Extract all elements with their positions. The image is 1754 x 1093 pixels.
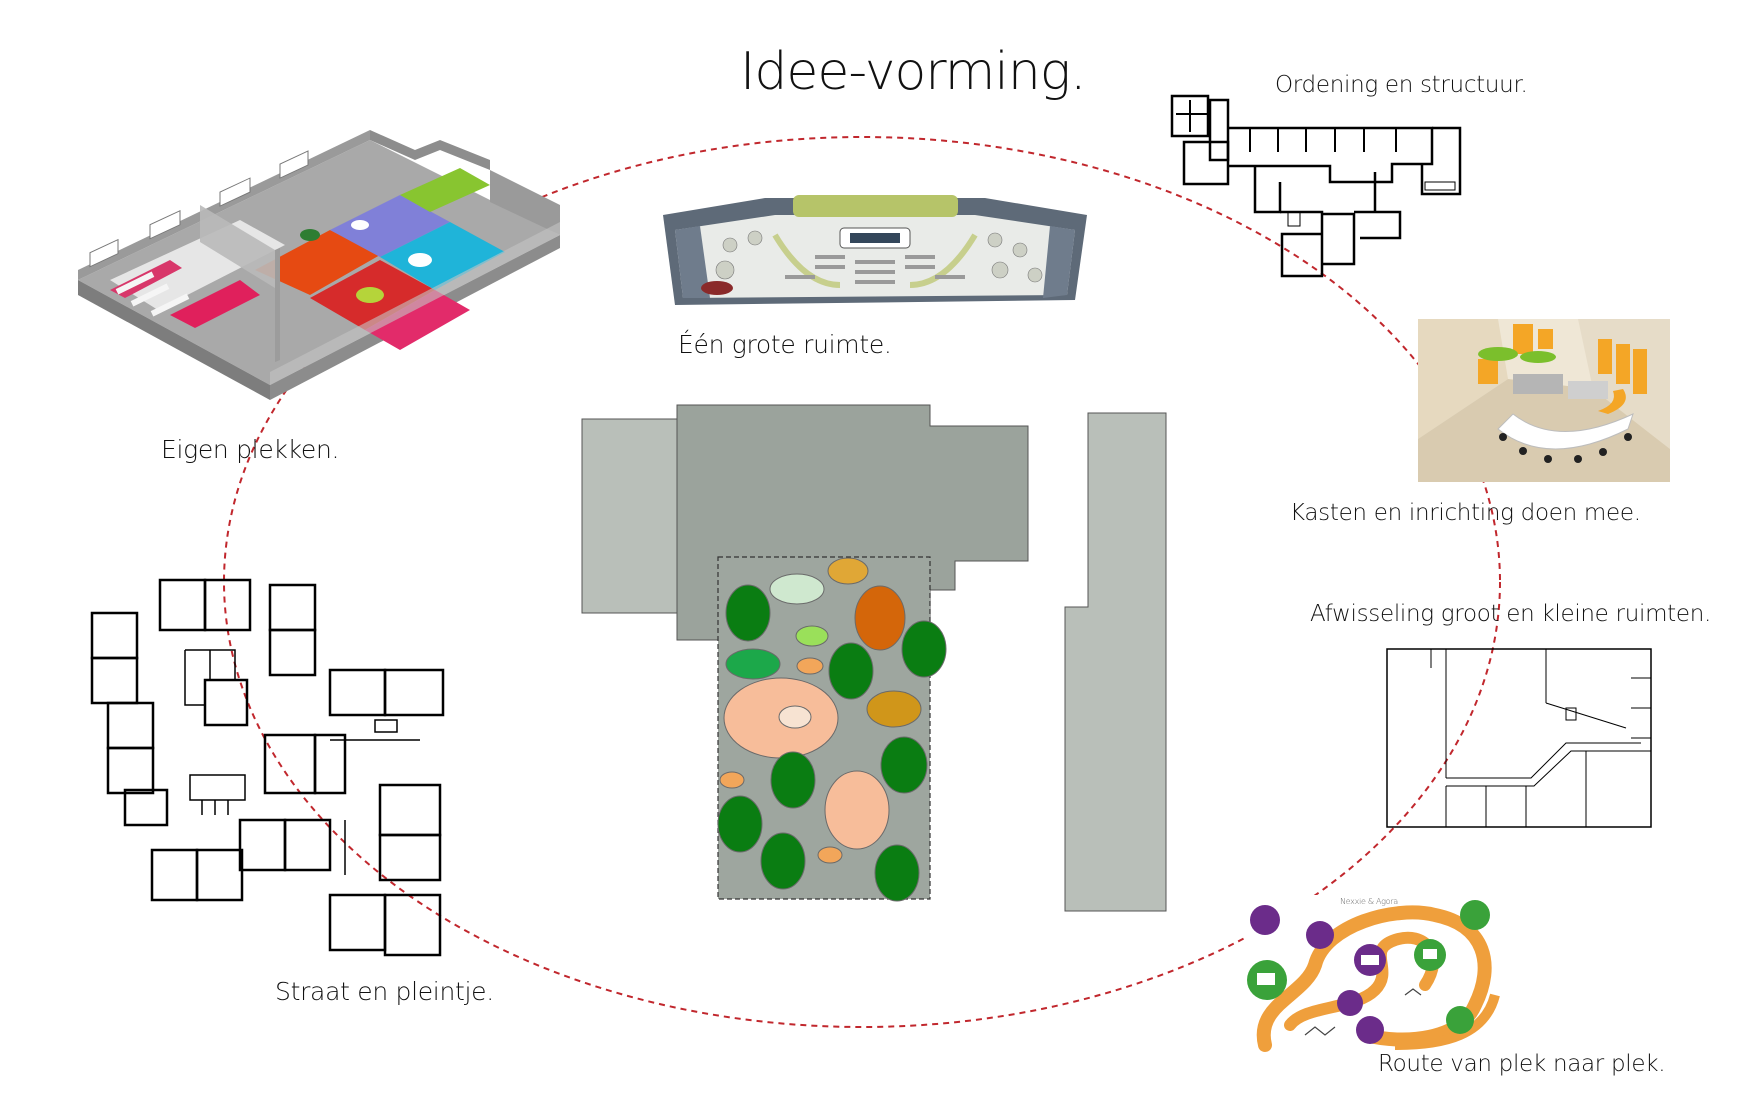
bush <box>769 573 825 605</box>
plaza-center <box>778 705 812 729</box>
label-een-grote-ruimte: Één grote ruimte. <box>678 330 892 359</box>
plaza <box>824 770 890 850</box>
een-grote-ruimte-render <box>663 195 1087 305</box>
courtyard-plantings <box>717 557 947 902</box>
afwisseling-floorplan <box>1386 648 1652 828</box>
eigen-plekken-model <box>78 130 560 400</box>
bush <box>725 648 781 680</box>
bush <box>795 625 829 647</box>
building-right <box>1064 412 1167 912</box>
tree <box>828 642 874 700</box>
label-ordening: Ordening en structuur. <box>1275 72 1528 98</box>
label-route: Route van plek naar plek. <box>1378 1051 1666 1077</box>
route-map <box>1245 895 1507 1057</box>
tree <box>854 585 906 651</box>
tree <box>880 736 928 794</box>
tree <box>717 795 763 853</box>
tree <box>725 584 771 642</box>
label-eigen-plekken: Eigen plekken. <box>161 435 340 464</box>
tree <box>760 832 806 890</box>
label-straat: Straat en pleintje. <box>275 977 494 1006</box>
label-afwisseling: Afwisseling groot en kleine ruimten. <box>1310 601 1712 627</box>
bush <box>827 557 869 585</box>
bush <box>719 771 745 789</box>
tree <box>874 844 920 902</box>
route-map-caption: Nexxie & Agora <box>1340 897 1398 906</box>
page-title: Idee-vorming. <box>740 42 1087 102</box>
tree <box>770 751 816 809</box>
straat-pleintje-floorplan <box>90 578 445 957</box>
kasten-inrichting-render <box>1418 319 1670 482</box>
ordening-floorplan <box>1170 94 1462 278</box>
bush <box>866 690 922 728</box>
concept-ellipse <box>223 136 1501 1028</box>
bush <box>796 657 824 675</box>
label-kasten: Kasten en inrichting doen mee. <box>1290 500 1641 526</box>
building-left <box>581 418 678 614</box>
bush <box>817 846 843 864</box>
tree <box>901 620 947 678</box>
